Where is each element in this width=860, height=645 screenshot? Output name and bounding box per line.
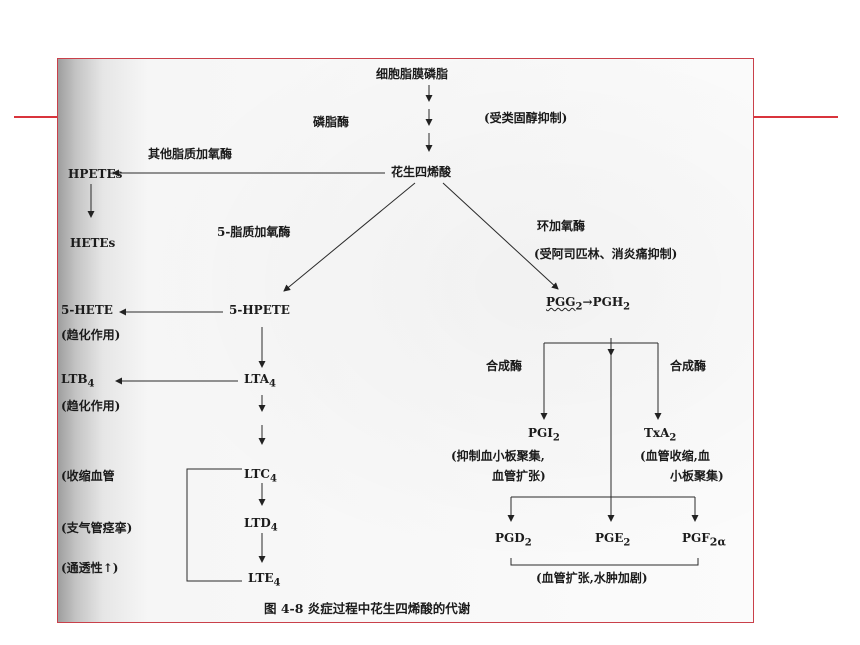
label-hetes: HETEs — [70, 236, 116, 250]
label-cell-membrane: 细胞脂膜磷脂 — [376, 67, 449, 81]
label-lte4: LTE4 — [248, 571, 281, 589]
label-other-lipoxygenase: 其他脂质加氧酶 — [148, 147, 233, 161]
figure-caption: 图 4-8 炎症过程中花生四烯酸的代谢 — [264, 601, 471, 616]
pathway-arrows — [87, 85, 699, 582]
label-5-hete: 5-HETE — [61, 303, 113, 317]
bracket-ltc-lte — [186, 468, 242, 582]
label-ltb4: LTB4 — [61, 372, 95, 390]
label-txa2-effect-1: (血管收缩,血 — [640, 449, 710, 463]
label-5-lipoxygenase: 5-脂质加氧酶 — [217, 225, 291, 239]
label-synthase-right: 合成酶 — [670, 359, 707, 373]
arrow-to-5hpete — [283, 182, 416, 292]
label-chemotaxis-1: (趋化作用) — [61, 328, 121, 342]
label-phospholipase: 磷脂酶 — [313, 115, 350, 129]
pgg2-wavy: PGG2 — [546, 295, 583, 313]
figure-frame: 细胞脂膜磷脂 磷脂酶 (受类固醇抑制) 其他脂质加氧酶 花生四烯酸 HPETEs… — [57, 58, 754, 623]
label-pgf2a: PGF2α — [682, 531, 726, 549]
label-hpetes: HPETEs — [68, 167, 123, 181]
label-synthase-left: 合成酶 — [486, 359, 523, 373]
label-bronchospasm: (支气管痉挛) — [61, 521, 133, 535]
label-5-hpete: 5-HPETE — [229, 303, 290, 317]
label-cox-inhibition: (受阿司匹林、消炎痛抑制) — [534, 247, 678, 261]
label-txa2-effect-2: 小板聚集) — [670, 469, 724, 483]
label-lta4: LTA4 — [244, 372, 277, 390]
label-pgi2-effect-1: (抑制血小板聚集, — [451, 449, 545, 463]
label-permeability: (通透性↑) — [61, 561, 119, 575]
label-chemotaxis-2: (趋化作用) — [61, 399, 121, 413]
label-arachidonic-acid: 花生四烯酸 — [391, 165, 452, 179]
label-pgd2: PGD2 — [495, 531, 532, 549]
label-ltd4: LTD4 — [244, 516, 278, 534]
label-pg-effect: (血管扩张,水肿加剧) — [536, 571, 648, 585]
bracket-pg-effect — [510, 558, 699, 566]
label-pgg2-pgh2: PGG2→PGH2 — [546, 295, 631, 313]
label-ltc4: LTC4 — [244, 467, 277, 485]
label-pgi2: PGI2 — [528, 426, 560, 444]
label-steroid-inhibition: (受类固醇抑制) — [484, 111, 568, 125]
slide-rule-right — [754, 116, 838, 118]
arrow-up-icon: ↑ — [102, 561, 113, 575]
label-pge2: PGE2 — [595, 531, 631, 549]
arrow-to-pgg2 — [442, 182, 559, 290]
slide-rule-left — [14, 116, 58, 118]
label-cyclooxygenase: 环加氧酶 — [537, 219, 586, 233]
label-vasoconstriction: (收缩血管 — [61, 469, 115, 483]
label-pgi2-effect-2: 血管扩张) — [492, 469, 546, 483]
label-txa2: TxA2 — [644, 426, 677, 444]
